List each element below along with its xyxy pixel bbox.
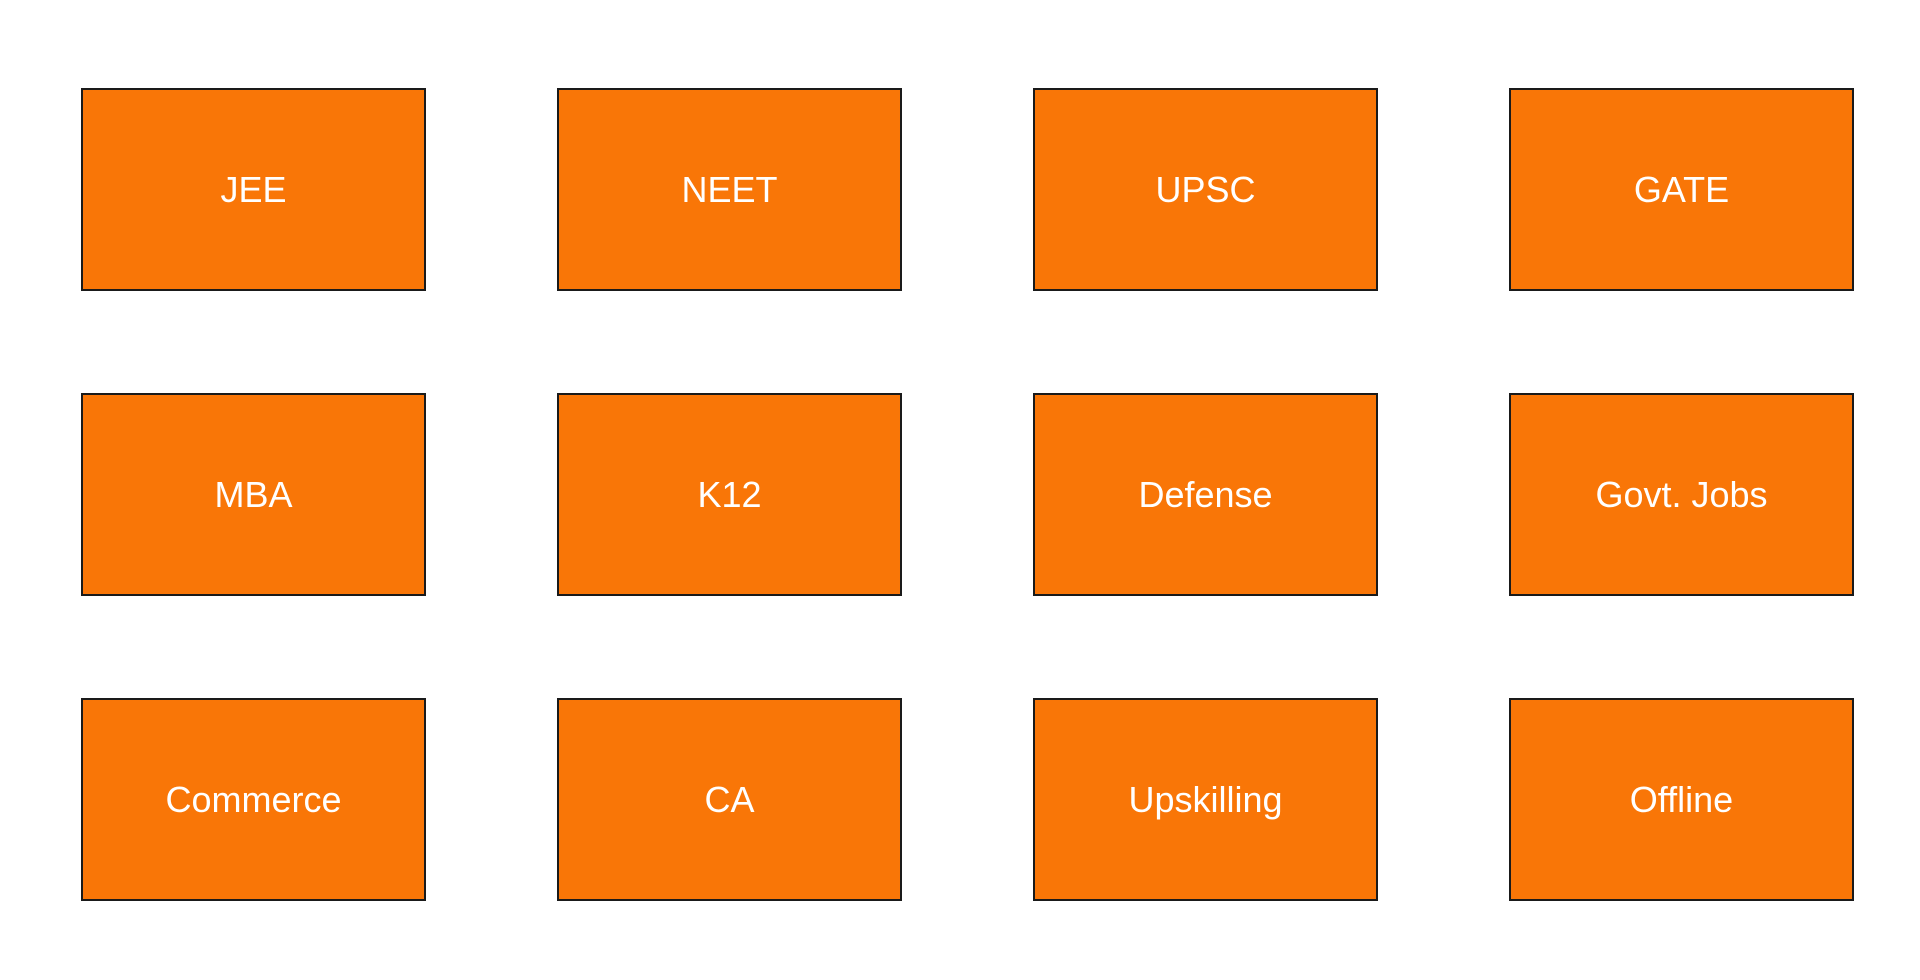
category-tile-gate[interactable]: GATE bbox=[1509, 88, 1854, 291]
category-tile-upskilling[interactable]: Upskilling bbox=[1033, 698, 1378, 901]
category-label: UPSC bbox=[1155, 168, 1256, 210]
category-tile-k12[interactable]: K12 bbox=[557, 393, 902, 596]
category-label: GATE bbox=[1633, 168, 1730, 210]
category-tile-offline[interactable]: Offline bbox=[1509, 698, 1854, 901]
category-grid: JEE NEET UPSC GATE MBA K12 Defense Govt.… bbox=[81, 88, 1854, 901]
category-label: Defense bbox=[1138, 473, 1273, 515]
category-tile-neet[interactable]: NEET bbox=[557, 88, 902, 291]
category-label: CA bbox=[704, 778, 755, 820]
category-tile-mba[interactable]: MBA bbox=[81, 393, 426, 596]
category-label: Offline bbox=[1629, 778, 1734, 820]
category-label: Govt. Jobs bbox=[1595, 473, 1768, 515]
category-label: Upskilling bbox=[1128, 778, 1283, 820]
category-tile-commerce[interactable]: Commerce bbox=[81, 698, 426, 901]
category-label: NEET bbox=[681, 168, 778, 210]
category-tile-ca[interactable]: CA bbox=[557, 698, 902, 901]
category-tile-defense[interactable]: Defense bbox=[1033, 393, 1378, 596]
category-label: K12 bbox=[697, 473, 762, 515]
category-tile-upsc[interactable]: UPSC bbox=[1033, 88, 1378, 291]
category-label: Commerce bbox=[165, 778, 342, 820]
category-label: JEE bbox=[220, 168, 287, 210]
category-tile-govt-jobs[interactable]: Govt. Jobs bbox=[1509, 393, 1854, 596]
category-label: MBA bbox=[214, 473, 293, 515]
category-tile-jee[interactable]: JEE bbox=[81, 88, 426, 291]
